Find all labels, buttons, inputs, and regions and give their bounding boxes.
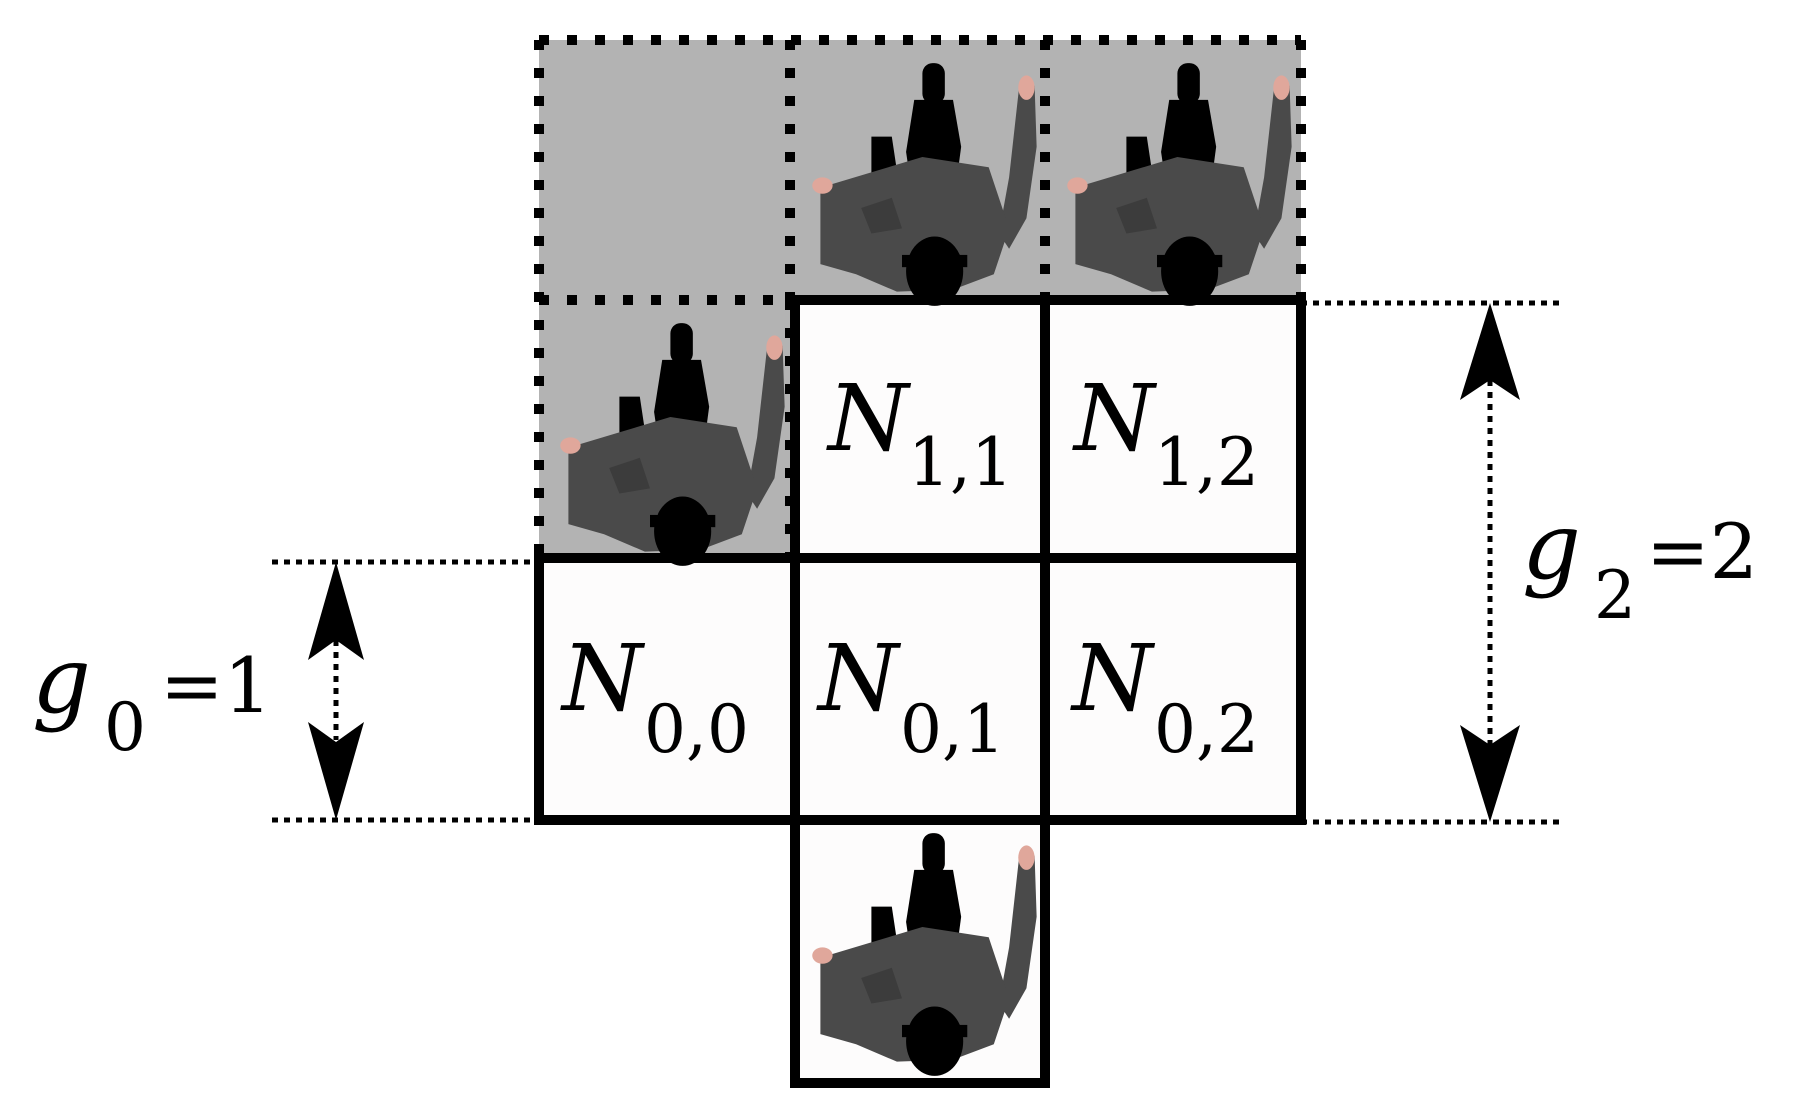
svg-text:N: N <box>816 625 902 732</box>
cell-N12 <box>1040 295 1306 563</box>
svg-text:N: N <box>1072 365 1158 472</box>
g2-dimension: g 2 =2 <box>1301 300 1758 825</box>
cell-N02 <box>1040 553 1306 825</box>
svg-text:=1: =1 <box>160 641 272 730</box>
svg-text:g: g <box>1522 493 1581 600</box>
arrow-down-icon <box>308 722 364 820</box>
label-N11: N 1,1 <box>826 365 1013 501</box>
svg-text:0,2: 0,2 <box>1154 691 1259 768</box>
label-N00: N 0,0 <box>560 625 749 768</box>
svg-text:0,0: 0,0 <box>644 691 749 768</box>
svg-text:N: N <box>1070 625 1156 732</box>
label-N12: N 1,2 <box>1072 365 1259 501</box>
svg-text:N: N <box>560 625 646 732</box>
label-N02: N 0,2 <box>1070 625 1259 768</box>
svg-text:=2: =2 <box>1646 507 1758 596</box>
svg-text:0,1: 0,1 <box>900 691 1005 768</box>
arrow-up-icon <box>308 562 364 660</box>
svg-text:0: 0 <box>104 689 146 766</box>
arrow-down-icon <box>1460 725 1520 822</box>
svg-text:1,1: 1,1 <box>908 424 1013 501</box>
cell-N00 <box>534 553 800 825</box>
svg-text:2: 2 <box>1594 557 1636 634</box>
svg-text:N: N <box>826 365 912 472</box>
svg-text:1,2: 1,2 <box>1154 424 1259 501</box>
cell-grid <box>534 295 1306 1088</box>
arrow-up-icon <box>1460 303 1520 400</box>
label-N01: N 0,1 <box>816 625 1005 768</box>
svg-text:g: g <box>32 627 91 734</box>
g0-dimension: g 0 =1 <box>32 559 539 823</box>
